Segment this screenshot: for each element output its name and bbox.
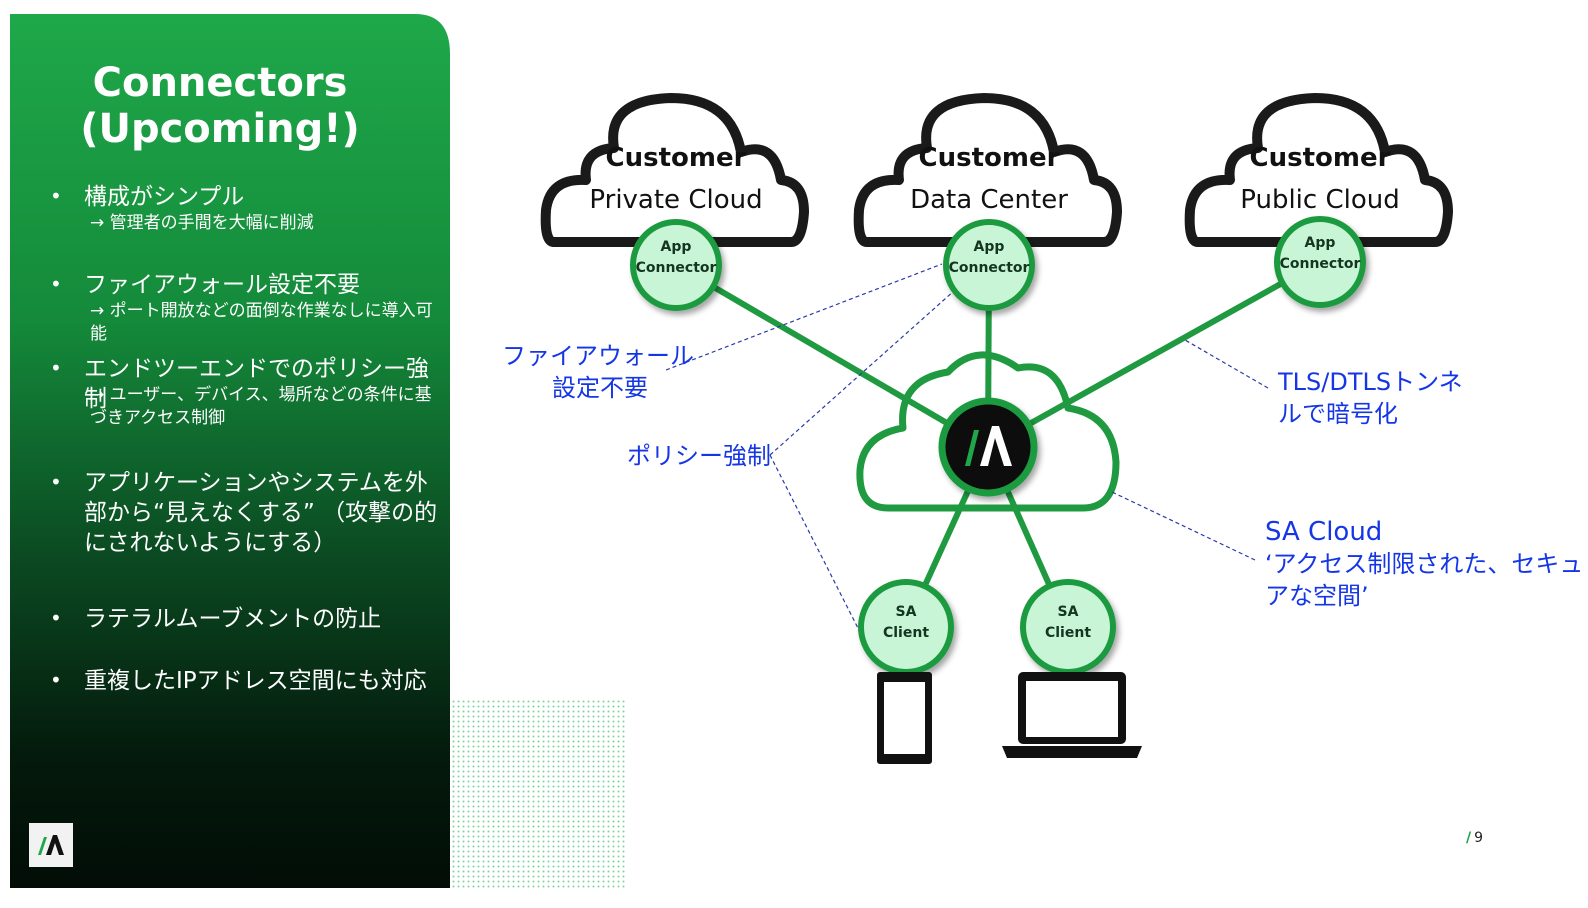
client-label: SA	[1058, 604, 1079, 620]
page-number-value: 9	[1474, 830, 1484, 846]
page-number: /9	[1466, 830, 1483, 846]
sidebar-title: Connectors (Upcoming!)	[10, 60, 430, 152]
cloud-subtitle: Public Cloud	[1240, 185, 1399, 215]
connector-label: Connector	[949, 260, 1030, 276]
connector-label: App	[661, 239, 692, 255]
bullet-dot: •	[50, 470, 62, 494]
cloud-shape-public	[1184, 93, 1453, 247]
client-label: Client	[883, 625, 929, 641]
annotation-sa-cloud: SA Cloud ‘アクセス制限された、セキュ アな空間’	[1265, 516, 1583, 612]
cloud-title: Customer	[919, 143, 1060, 173]
bullet-dot: •	[50, 184, 62, 208]
client-label: SA	[896, 604, 917, 620]
connector-circles	[630, 216, 1366, 311]
connector-label: Connector	[1280, 256, 1361, 272]
bullet-text: ファイアウォール設定不要	[84, 272, 360, 298]
cloud-shape-private	[540, 93, 809, 247]
annotation-firewall: ファイアウォール 設定不要	[502, 340, 694, 404]
connector-label: Connector	[636, 260, 717, 276]
cloud-subtitle: Private Cloud	[589, 185, 762, 215]
connector-label: App	[974, 239, 1005, 255]
smartphone-icon	[877, 672, 932, 764]
cloud-subtitle: Data Center	[910, 185, 1068, 215]
node-labels: App Connector App Connector App Connecto…	[636, 235, 1361, 641]
dot-pattern-decoration	[452, 700, 627, 890]
title-line-2: (Upcoming!)	[80, 106, 360, 152]
bullet-dot: •	[50, 606, 62, 630]
client-label: Client	[1045, 625, 1091, 641]
cloud-shape-datacenter	[853, 93, 1122, 247]
cloud-title: Customer	[606, 143, 747, 173]
connector-label: App	[1305, 235, 1336, 251]
brand-logo-icon	[29, 823, 73, 867]
bullet-dot: •	[50, 668, 62, 692]
bullet-text: アプリケーションやシステムを外部から“見えなくする” （攻撃の的にされないように…	[84, 470, 438, 556]
annotation-line: TLS/DTLSトンネ	[1278, 368, 1463, 396]
annotation-line: 設定不要	[552, 374, 648, 402]
annotation-leaders	[665, 263, 1269, 637]
annotation-tls: TLS/DTLSトンネ ルで暗号化	[1278, 366, 1463, 430]
bullet-text: エンドツーエンドでのポリシー強制	[84, 356, 429, 412]
sa-logo-icon	[965, 426, 1012, 466]
title-line-1: Connectors	[92, 60, 348, 106]
bullet-text: ラテラルムーブメントの防止	[84, 606, 382, 632]
sidebar-background	[10, 14, 450, 888]
bullet-text: 重複したIPアドレス空間にも対応	[84, 668, 427, 694]
annotation-line: SA Cloud	[1265, 517, 1383, 547]
cloud-title: Customer	[1250, 143, 1391, 173]
sidebar-panel: Connectors (Upcoming!) • 構成がシンプル → 管理者の手…	[10, 14, 450, 888]
annotation-policy: ポリシー強制	[627, 442, 771, 470]
annotation-line: アな空間’	[1265, 582, 1369, 610]
cloud-labels: Customer Private Cloud Customer Data Cen…	[589, 143, 1399, 215]
bullet-subtext: → ポート開放などの面倒な作業なしに導入可能	[90, 301, 433, 344]
bullet-subtext: → 管理者の手間を大幅に削減	[90, 213, 314, 233]
laptop-icon	[1002, 672, 1142, 758]
bullet-text: 構成がシンプル	[84, 184, 245, 210]
page-slash-icon: /	[1466, 830, 1472, 846]
bullet-subtext: → ユーザー、デバイス、場所などの条件に基づきアクセス制御	[90, 385, 432, 428]
annotation-line: ‘アクセス制限された、セキュ	[1265, 550, 1584, 578]
annotation-line: ルで暗号化	[1278, 400, 1398, 428]
bullet-dot: •	[50, 272, 62, 296]
annotation-line: ファイアウォール	[502, 342, 694, 370]
bullet-dot: •	[50, 356, 62, 380]
